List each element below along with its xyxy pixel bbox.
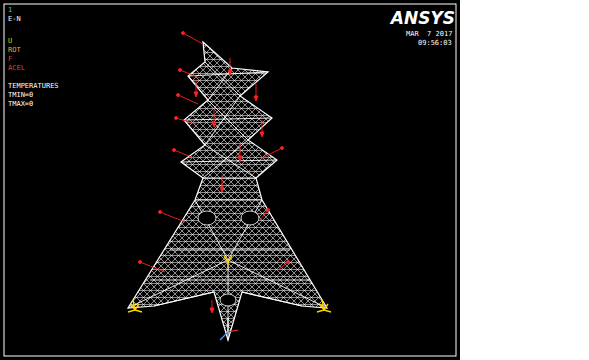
temperature-value: TMIN=0: [8, 91, 33, 99]
time-stamp: 09:56:03: [418, 39, 452, 47]
window-number: 1: [8, 6, 12, 14]
date-stamp: MAR 7 2017: [406, 30, 452, 38]
legend-symbol: ACEL: [8, 64, 25, 72]
software-logo: ANSYS: [391, 9, 455, 27]
temperature-value: TMAX=0: [8, 100, 33, 108]
legend-symbol: F: [8, 55, 12, 63]
temperature-heading: TEMPERATURES: [8, 82, 59, 90]
plot-type: E-N: [8, 15, 21, 23]
legend-symbol: U: [8, 37, 12, 45]
legend-symbol: ROT: [8, 46, 21, 54]
